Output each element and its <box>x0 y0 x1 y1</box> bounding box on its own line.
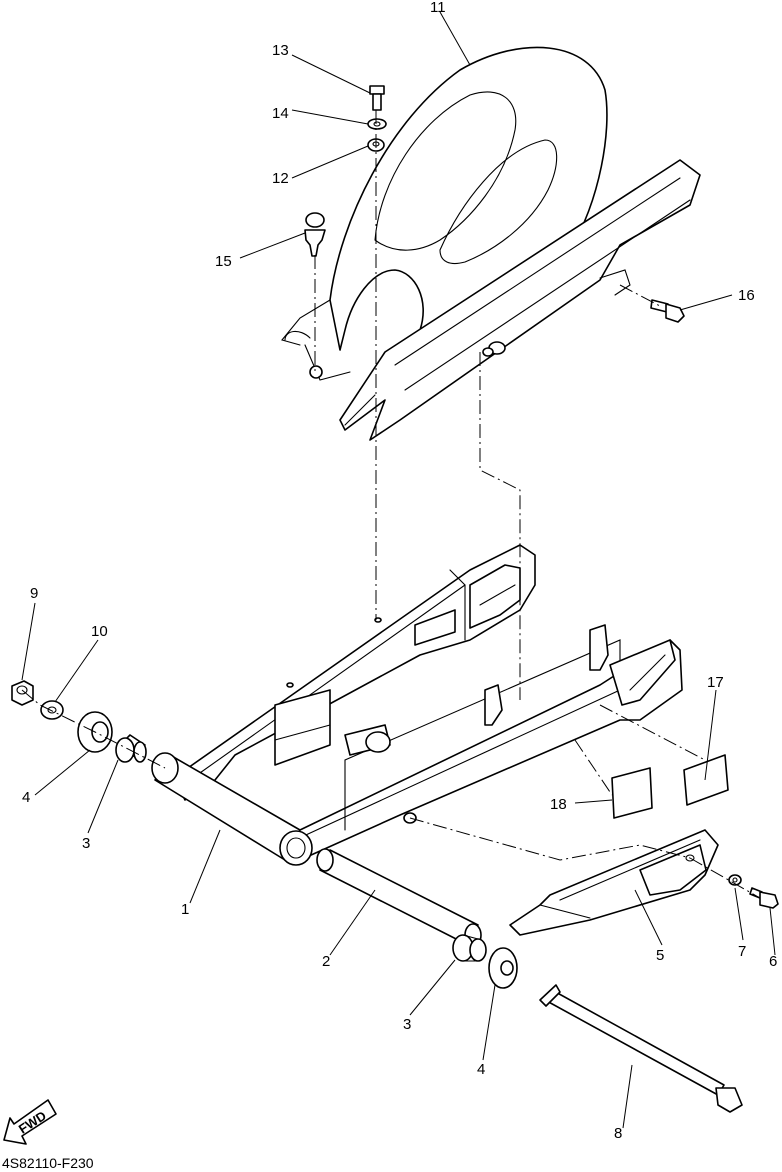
callout-3-upper: 3 <box>82 835 90 852</box>
callout-6: 6 <box>769 953 777 970</box>
callout-7: 7 <box>738 943 746 960</box>
bolt-6-part <box>749 887 779 909</box>
washer-10-part <box>40 700 64 720</box>
fender-side-rail <box>339 159 701 441</box>
callout-15: 15 <box>215 253 232 270</box>
bolt-16-part <box>650 299 685 323</box>
callout-10: 10 <box>91 623 108 640</box>
callout-8: 8 <box>614 1125 622 1142</box>
chain-guard-5-part <box>509 829 719 936</box>
assembly-center-lines <box>21 110 761 899</box>
callout-1: 1 <box>181 901 189 918</box>
oil-seal-4-lower-part <box>488 947 518 989</box>
bearing-3-lower-part <box>452 934 487 962</box>
leader-lines <box>21 11 776 1129</box>
swingarm-part <box>151 544 683 866</box>
callout-18: 18 <box>550 796 567 813</box>
forward-direction-arrow: FWD <box>3 1099 57 1145</box>
callout-2: 2 <box>322 953 330 970</box>
pivot-shaft-8-part <box>539 984 743 1113</box>
callout-13: 13 <box>272 42 289 59</box>
rivet-15-part <box>304 212 326 257</box>
callout-14: 14 <box>272 105 289 122</box>
callout-12: 12 <box>272 170 289 187</box>
callout-3-lower: 3 <box>403 1016 411 1033</box>
callout-16: 16 <box>738 287 755 304</box>
bolt-13-part <box>369 85 385 111</box>
callout-11: 11 <box>430 0 446 16</box>
nut-9-part <box>11 680 34 706</box>
label-17-part <box>683 754 729 806</box>
callout-17: 17 <box>707 674 724 691</box>
drawing-code: 4S82110-F230 <box>2 1155 94 1171</box>
callout-9: 9 <box>30 585 38 602</box>
bearing-3-upper-part <box>115 734 147 763</box>
callout-4-lower: 4 <box>477 1061 485 1078</box>
washer-14-part <box>367 118 387 130</box>
callout-5: 5 <box>656 947 664 964</box>
pivot-collar-2-part <box>316 848 482 947</box>
label-18-part <box>611 767 653 819</box>
callout-labels: 11 13 14 12 15 16 9 10 4 3 1 2 3 4 8 5 7… <box>22 0 777 1142</box>
oil-seal-4-upper-part <box>77 711 113 753</box>
callout-4-upper: 4 <box>22 789 30 806</box>
